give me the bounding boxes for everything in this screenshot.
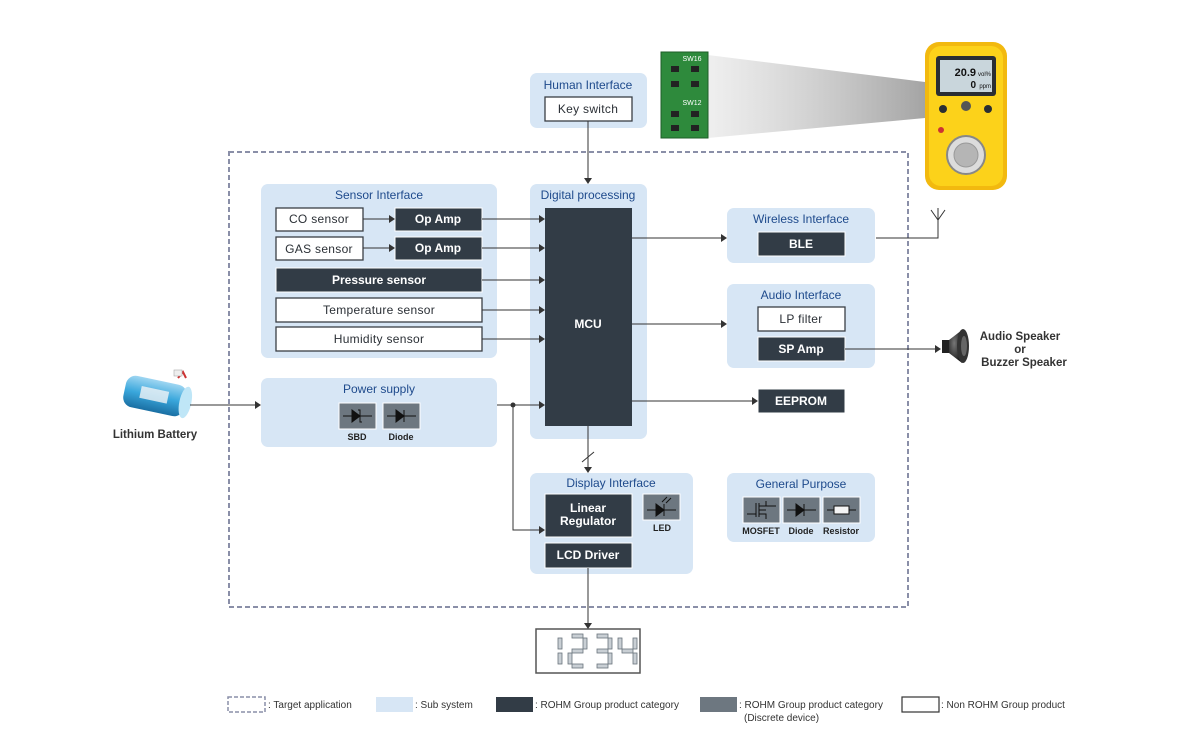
display-interface-title: Display Interface bbox=[566, 476, 656, 490]
mcu-label: MCU bbox=[574, 317, 601, 331]
lithium-battery-image bbox=[123, 369, 193, 419]
segment-3-b bbox=[607, 637, 613, 650]
led-label: LED bbox=[653, 523, 672, 533]
speaker-label-line2: or bbox=[1014, 344, 1026, 356]
segment-3-a bbox=[596, 633, 609, 639]
connection-wires bbox=[190, 121, 941, 629]
pressure-sensor-label: Pressure sensor bbox=[332, 273, 426, 287]
gas-sensor-label: GAS sensor bbox=[285, 242, 353, 256]
lcd-digits-text: 1234 bbox=[540, 639, 543, 641]
battery-label: Lithium Battery bbox=[113, 429, 198, 441]
resistor-icon bbox=[827, 505, 856, 515]
speaker-label-line3: Buzzer Speaker bbox=[981, 357, 1067, 369]
key-switch-label: Key switch bbox=[558, 102, 618, 116]
mosfet-label: MOSFET bbox=[742, 526, 780, 536]
segment-2-e bbox=[567, 652, 573, 665]
power-diode-label: Diode bbox=[388, 432, 413, 442]
gp-diode-label: Diode bbox=[788, 526, 813, 536]
antenna-icon bbox=[876, 208, 946, 239]
legend: : Target application : Sub system : ROHM… bbox=[227, 696, 1065, 724]
segment-3-d bbox=[596, 663, 609, 669]
lcd-driver-label: LCD Driver bbox=[557, 548, 620, 562]
sp-amp-label: SP Amp bbox=[778, 342, 823, 356]
speaker-label-line1: Audio Speaker bbox=[980, 331, 1061, 343]
legend-discrete-label-1: : ROHM Group product category bbox=[739, 700, 883, 711]
legend-swatch-target bbox=[227, 696, 266, 713]
segment-2-a bbox=[571, 633, 584, 639]
eeprom-label: EEPROM bbox=[775, 394, 827, 408]
op-amp-2-label: Op Amp bbox=[415, 241, 461, 255]
legend-sub-label: : Sub system bbox=[415, 700, 473, 711]
linear-regulator-label-2: Regulator bbox=[560, 514, 616, 528]
sbd-icon bbox=[343, 409, 372, 423]
lp-filter-label: LP filter bbox=[779, 312, 822, 326]
detector-unit-1: vol% bbox=[978, 72, 992, 78]
wireless-interface-title: Wireless Interface bbox=[753, 212, 849, 226]
pcb-label-sw12: SW12 bbox=[682, 100, 701, 107]
sensor-interface-block: Sensor Interface CO sensor Op Amp GAS se… bbox=[261, 184, 497, 358]
segment-1-c bbox=[557, 652, 563, 665]
sbd-label: SBD bbox=[347, 432, 367, 442]
target-application-boundary bbox=[228, 151, 909, 608]
power-supply-title: Power supply bbox=[343, 382, 415, 396]
co-sensor-label: CO sensor bbox=[289, 212, 349, 226]
segment-3-g bbox=[596, 648, 609, 654]
ble-label: BLE bbox=[789, 237, 813, 251]
segment-4-g bbox=[621, 648, 634, 654]
gas-detector-device-image: 20.9 vol% 0 ppm bbox=[925, 42, 1007, 190]
op-amp-1-label: Op Amp bbox=[415, 212, 461, 226]
segment-2-g bbox=[571, 648, 584, 654]
digital-processing-title: Digital processing bbox=[541, 188, 636, 202]
human-interface-block: Human Interface Key switch bbox=[530, 73, 647, 128]
general-purpose-block: General Purpose MOSFET Diode Resistor bbox=[727, 473, 875, 542]
eeprom-block: EEPROM bbox=[757, 388, 846, 414]
audio-interface-title: Audio Interface bbox=[761, 288, 842, 302]
gp-diode-icon bbox=[787, 503, 816, 517]
digital-processing-block: Digital processing MCU bbox=[530, 184, 647, 439]
legend-swatch-rohm bbox=[496, 697, 533, 712]
mosfet-icon bbox=[747, 501, 776, 519]
segment-4-c bbox=[632, 652, 638, 665]
segment-2-d bbox=[571, 663, 584, 669]
temperature-sensor-label: Temperature sensor bbox=[323, 303, 435, 317]
legend-swatch-sub bbox=[376, 697, 413, 712]
human-interface-title: Human Interface bbox=[544, 78, 633, 92]
legend-rohm-label: : ROHM Group product category bbox=[535, 700, 679, 711]
seven-segment-display-image: 1234 bbox=[535, 628, 641, 674]
speaker-icon bbox=[942, 329, 969, 363]
legend-target-label: : Target application bbox=[268, 700, 352, 711]
segment-4-b bbox=[632, 637, 638, 650]
display-interface-block: Display Interface Linear Regulator LED L… bbox=[530, 473, 693, 574]
detector-unit-2: ppm bbox=[979, 84, 991, 90]
detector-reading-2: 0 bbox=[970, 80, 976, 91]
humidity-sensor-label: Humidity sensor bbox=[334, 332, 425, 346]
key-switch-pcb-image: SW16 SW12 bbox=[660, 51, 925, 139]
legend-swatch-discrete bbox=[700, 697, 737, 712]
resistor-label: Resistor bbox=[823, 526, 860, 536]
linear-regulator-label-1: Linear bbox=[570, 501, 606, 515]
pcb-label-sw16: SW16 bbox=[682, 56, 701, 63]
wireless-interface-block: Wireless Interface BLE bbox=[727, 208, 875, 263]
segment-4-f bbox=[617, 637, 623, 650]
power-supply-block: Power supply SBD Diode bbox=[261, 378, 497, 447]
detector-reading-1: 20.9 bbox=[955, 67, 976, 79]
legend-discrete-label-2: (Discrete device) bbox=[744, 713, 819, 724]
led-icon bbox=[647, 496, 676, 517]
legend-swatch-non-rohm bbox=[901, 696, 940, 713]
diode-icon bbox=[387, 409, 416, 423]
segment-3-c bbox=[607, 652, 613, 665]
segment-1-b bbox=[557, 637, 563, 650]
audio-interface-block: Audio Interface LP filter SP Amp bbox=[727, 284, 875, 368]
segment-2-b bbox=[582, 637, 588, 650]
legend-non-rohm-label: : Non ROHM Group product bbox=[941, 700, 1065, 711]
general-purpose-title: General Purpose bbox=[756, 477, 847, 491]
sensor-interface-title: Sensor Interface bbox=[335, 188, 423, 202]
